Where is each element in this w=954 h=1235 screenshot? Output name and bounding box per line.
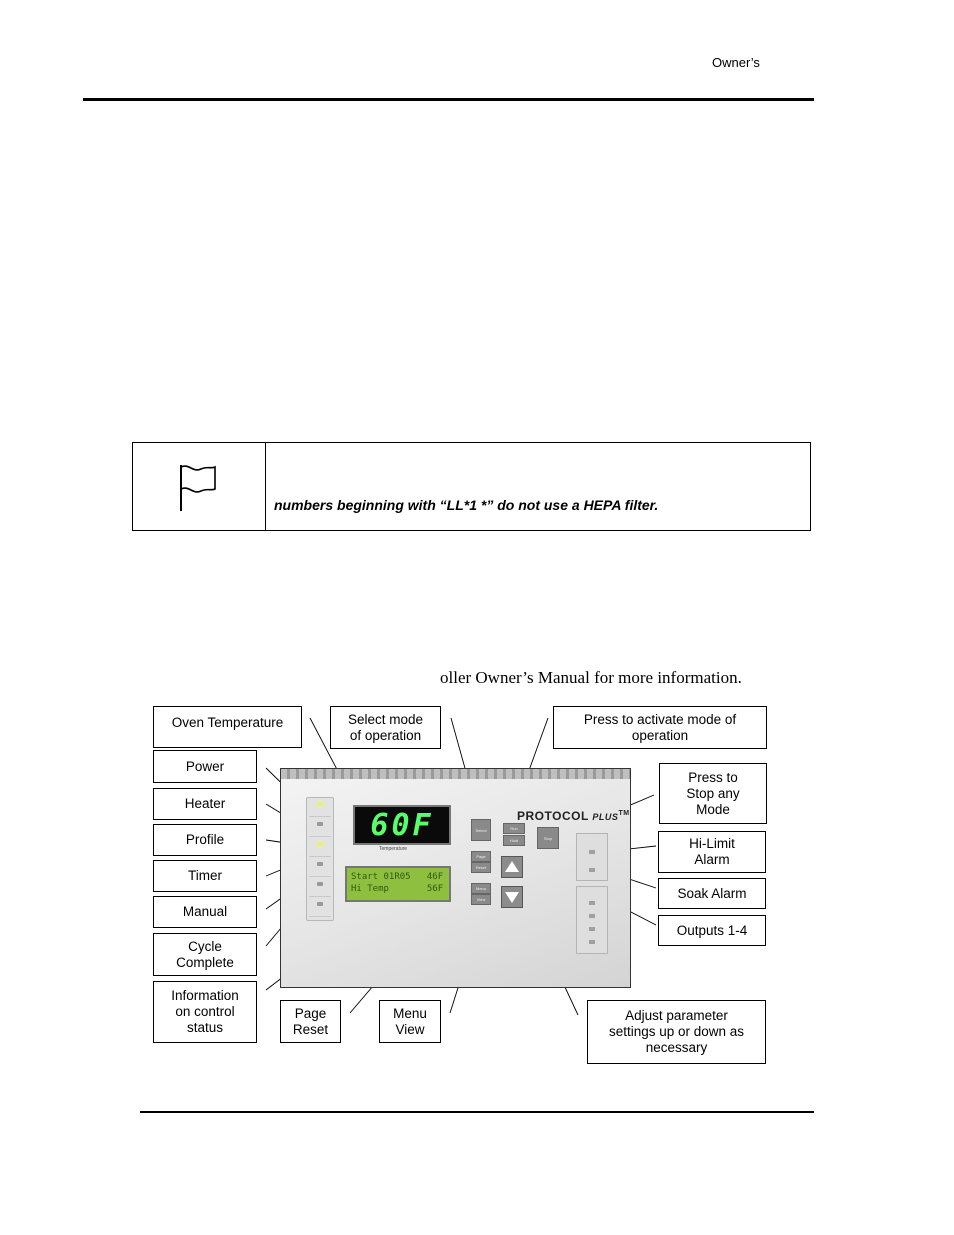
label-profile: Profile — [153, 824, 257, 856]
label-information-on-control-status: Information on control status — [153, 981, 257, 1043]
label-cycle-complete: Cycle Complete — [153, 933, 257, 976]
outputs-indicator-strip — [576, 886, 608, 954]
select-button[interactable]: Select — [471, 819, 491, 841]
led-profile — [309, 840, 331, 857]
temperature-display: 60F — [353, 805, 451, 845]
led-profile-light — [317, 842, 323, 846]
led-heater — [309, 820, 331, 837]
led-manual-light — [317, 882, 323, 886]
note-box: numbers beginning with “LL*1 *” do not u… — [132, 442, 811, 531]
hold-button[interactable]: Hold — [503, 835, 525, 846]
label-hi-limit-alarm: Hi-Limit Alarm — [658, 831, 766, 873]
stop-button[interactable]: Stop — [537, 827, 559, 849]
output-3-led — [589, 927, 595, 931]
reset-button[interactable]: Reset — [471, 862, 491, 873]
panel-vent — [281, 769, 630, 779]
label-oven-temperature: Oven Temperature — [153, 706, 302, 748]
note-divider — [265, 443, 266, 530]
header-rule — [83, 98, 814, 101]
lcd-line-1: Start 01R05 46F — [351, 872, 444, 882]
down-arrow-icon — [505, 892, 519, 903]
up-arrow-button[interactable] — [501, 856, 523, 878]
label-manual: Manual — [153, 896, 257, 928]
menu-button[interactable]: Menu — [471, 883, 491, 894]
label-heater: Heater — [153, 788, 257, 820]
output-1-led — [589, 901, 595, 905]
led-power-light — [317, 802, 323, 806]
run-button[interactable]: Run — [503, 823, 525, 834]
page-header: Owner’s — [712, 55, 760, 70]
label-select-mode: Select mode of operation — [330, 706, 441, 749]
led-timer-light — [317, 862, 323, 866]
label-press-to-stop: Press to Stop any Mode — [659, 763, 767, 824]
label-power: Power — [153, 750, 257, 783]
label-adjust-parameter: Adjust parameter settings up or down as … — [587, 1000, 766, 1064]
figure-caption: oller Owner’s Manual for more informatio… — [440, 668, 742, 687]
controller-panel-image: 60F Temperature Start 01R05 46F Hi Temp 5… — [280, 768, 631, 988]
led-timer — [309, 860, 331, 877]
lcd-line-2: Hi Temp 56F — [351, 884, 444, 894]
label-page-reset: Page Reset — [280, 1000, 341, 1043]
label-menu-view: Menu View — [379, 1000, 441, 1043]
view-button[interactable]: View — [471, 894, 491, 905]
alarms-indicator-strip — [576, 833, 608, 881]
flag-icon — [177, 463, 217, 518]
brand-logo: PROTOCOL PLUSTM — [517, 809, 630, 823]
led-power — [309, 800, 331, 817]
label-timer: Timer — [153, 860, 257, 892]
status-lcd: Start 01R05 46F Hi Temp 56F — [345, 866, 451, 902]
led-manual — [309, 880, 331, 897]
label-outputs: Outputs 1-4 — [658, 915, 766, 946]
soak-led — [589, 868, 595, 872]
page-button[interactable]: Page — [471, 851, 491, 862]
temperature-display-caption: Temperature — [379, 846, 408, 852]
up-arrow-icon — [505, 861, 519, 872]
output-4-led — [589, 940, 595, 944]
label-press-to-activate: Press to activate mode of operation — [553, 706, 767, 749]
down-arrow-button[interactable] — [501, 886, 523, 908]
label-soak-alarm: Soak Alarm — [658, 878, 766, 909]
led-indicator-strip — [306, 797, 334, 921]
note-text: numbers beginning with “LL*1 *” do not u… — [274, 497, 659, 513]
footer-rule — [140, 1111, 814, 1113]
hi-limit-led — [589, 850, 595, 854]
led-heater-light — [317, 822, 323, 826]
output-2-led — [589, 914, 595, 918]
led-cycle-complete-light — [317, 902, 323, 906]
led-cycle-complete — [309, 900, 331, 917]
